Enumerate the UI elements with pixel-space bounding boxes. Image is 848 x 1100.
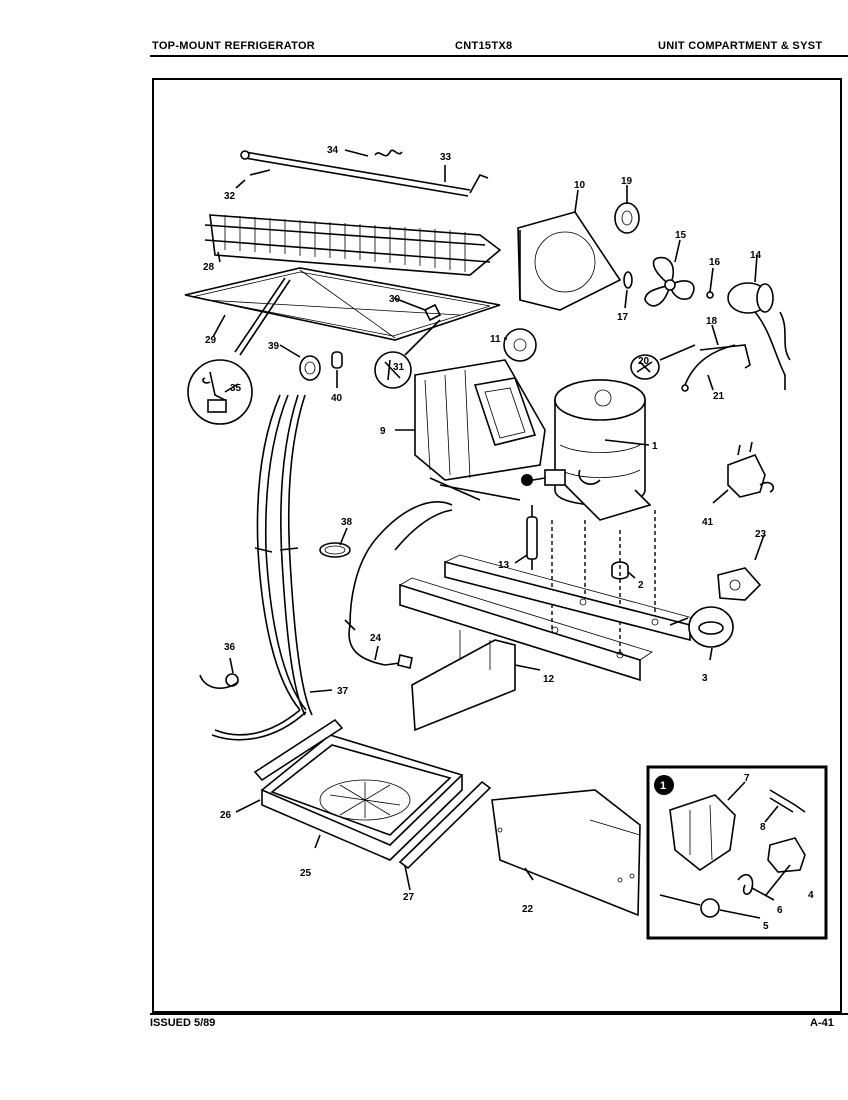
mounting-grommet [611,561,629,580]
inset-box [646,765,828,940]
header-rule [150,55,848,57]
inset-marker-compressor [521,474,533,486]
evaporator-assembly [414,359,546,501]
fan-shroud [517,211,622,311]
base-rails [399,554,702,732]
footer-issue-date: ISSUED 5/89 [150,1017,216,1029]
baffle-plate [184,267,501,341]
footer-page-number: A-41 [810,1017,834,1029]
callout-25: 25 [300,868,312,879]
detail-circle-3 [669,606,734,648]
callout-39: 39 [268,341,280,352]
callout-26: 26 [220,810,232,821]
callout-12: 12 [543,674,555,685]
header-title: TOP-MOUNT REFRIGERATOR [152,40,316,52]
callout-34: 34 [327,145,339,156]
clip [423,303,442,322]
callout-13: 13 [498,560,510,571]
callout-14: 14 [750,250,762,261]
callout-1: 1 [652,441,658,452]
callout-27: 27 [403,892,415,903]
callout-11: 11 [490,334,501,345]
drain-tubes [211,394,313,741]
callout-29: 29 [205,335,217,346]
callout-37: 37 [337,686,349,697]
callout-40: 40 [331,393,343,404]
callout-41: 41 [702,517,714,528]
access-panel [491,789,641,917]
callout-23: 23 [755,529,767,540]
grommet [299,355,321,381]
leader-lines [212,165,791,919]
callout-2: 2 [638,580,644,591]
pan-rail-left [253,718,344,782]
callout-5: 5 [763,921,769,932]
callout-35: 35 [230,383,242,394]
callout-28: 28 [203,262,215,273]
inset-marker-label: 1 [660,780,666,792]
callout-38: 38 [341,517,353,528]
detail-circle-11 [503,328,537,362]
nut [706,291,714,299]
detail-circle-31 [374,319,441,389]
harness [684,344,736,386]
compressor [544,379,652,521]
header-section: UNIT COMPARTMENT & SYST [658,40,823,52]
callout-18: 18 [706,316,718,327]
callout-30: 30 [389,294,401,305]
header-model-number: CNT15TX8 [455,40,513,52]
callout-labels: 1 2 3 4 5 6 7 8 9 10 11 12 13 14 15 16 1… [203,145,814,932]
wire [374,149,403,157]
motor-bracket [699,344,751,369]
condenser-tube [240,150,489,197]
callout-17: 17 [617,312,629,323]
callout-32: 32 [224,191,236,202]
fan-motor [727,282,791,390]
callout-4: 4 [808,890,814,901]
callout-24: 24 [370,633,382,644]
clamp [319,542,351,558]
callout-22: 22 [522,904,534,915]
callout-20: 20 [638,356,650,367]
callout-9: 9 [380,426,386,437]
plug [331,351,343,369]
callout-8: 8 [760,822,766,833]
detail-circle-35 [187,277,291,425]
relay-cover [727,441,775,498]
callout-16: 16 [709,257,721,268]
callout-31: 31 [393,362,405,373]
power-cord [348,501,453,666]
washer [623,271,633,289]
callout-33: 33 [440,152,452,163]
callout-15: 15 [675,230,687,241]
callout-19: 19 [621,176,633,187]
condenser [204,214,502,276]
grille [614,202,640,234]
callout-3: 3 [702,673,708,684]
relay [717,567,762,601]
callout-7: 7 [744,773,750,784]
drain-valve [199,673,239,689]
callout-10: 10 [574,180,586,191]
footer-rule [150,1013,848,1015]
drain-pan [260,734,464,861]
diagram-frame [152,78,842,1013]
fan-blade [644,256,695,307]
drier [526,516,538,560]
callout-36: 36 [224,642,236,653]
callout-6: 6 [777,905,783,916]
callout-21: 21 [713,391,725,402]
